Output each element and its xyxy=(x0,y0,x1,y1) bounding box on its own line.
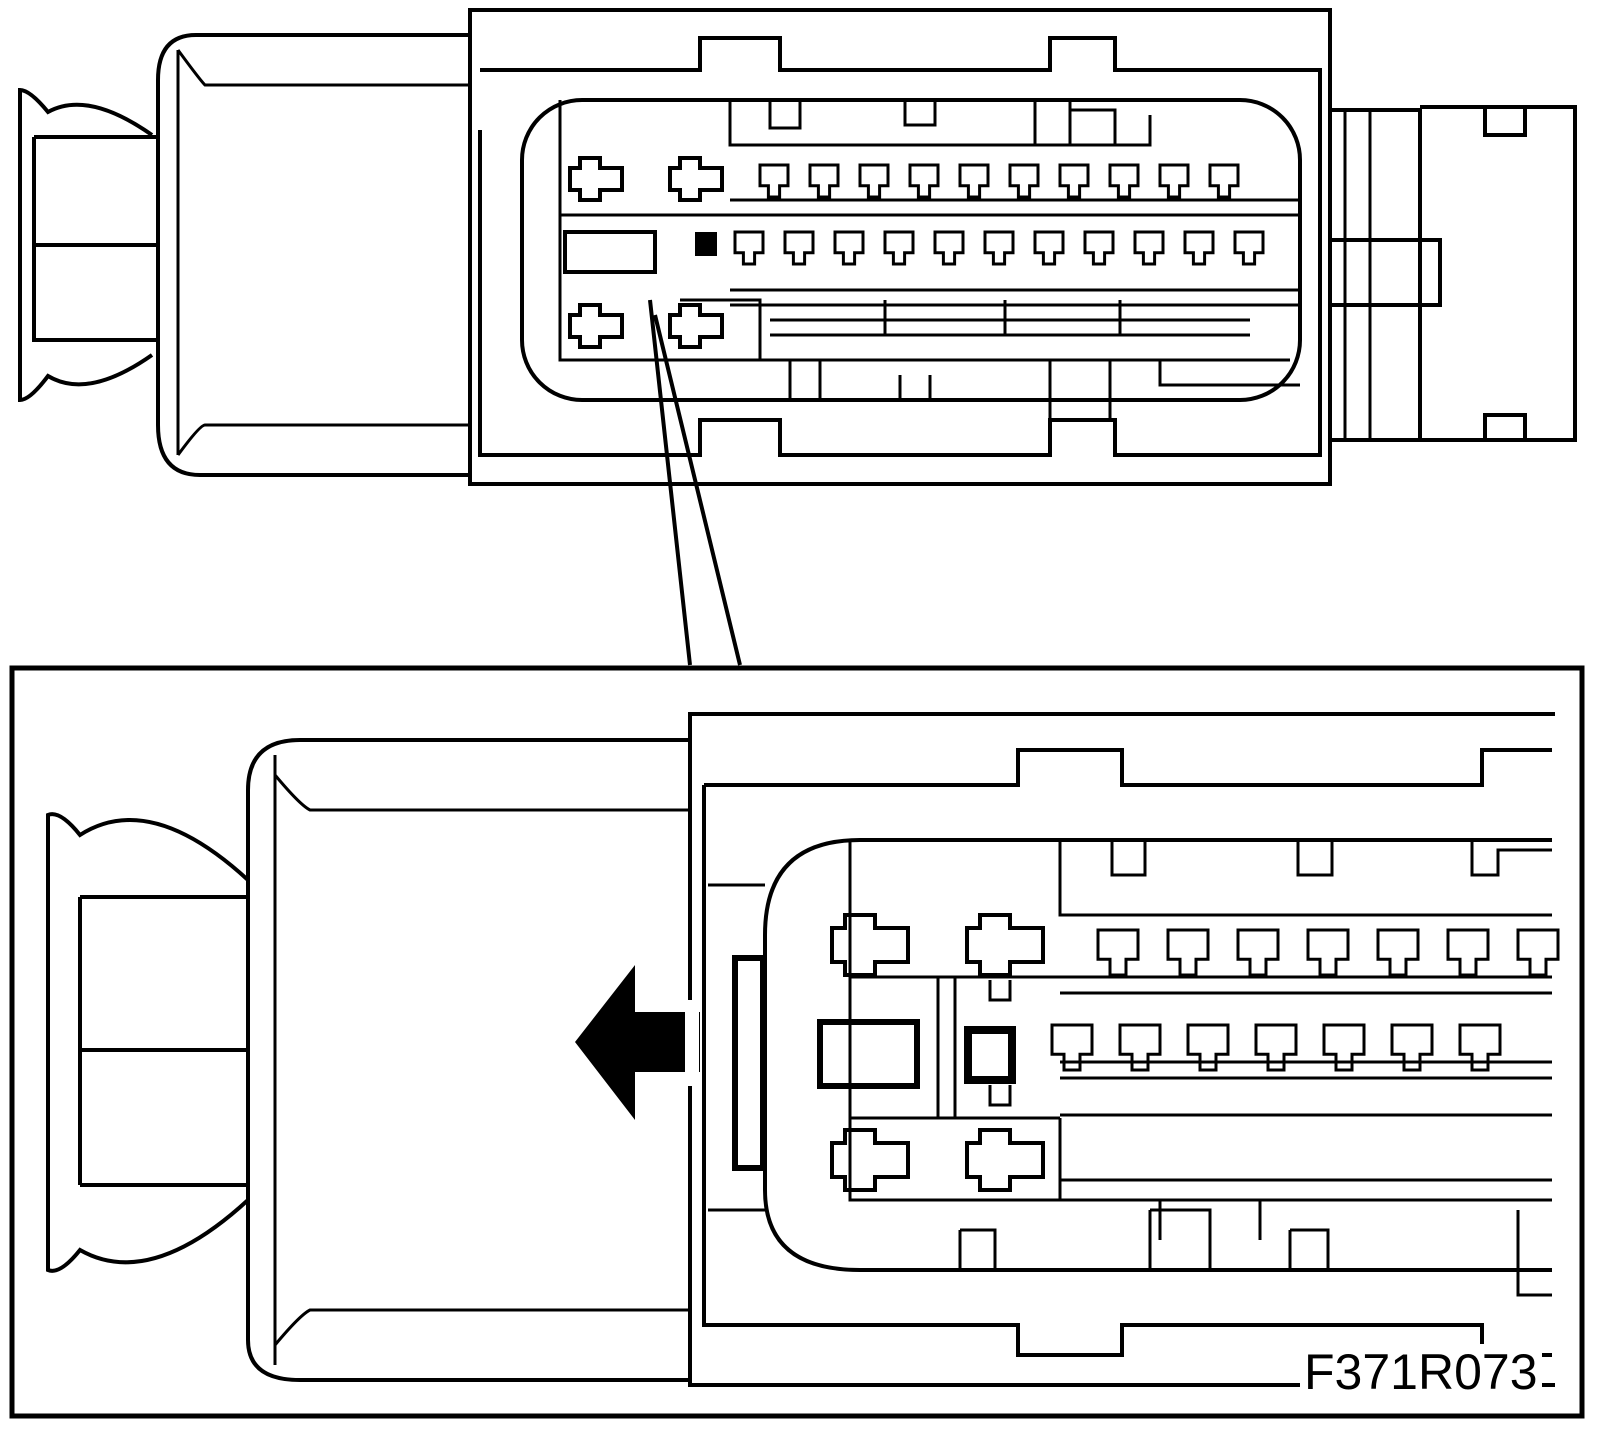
cable-exit-ribs xyxy=(1343,110,1372,440)
detail-frame xyxy=(9,665,1585,1419)
detail-mating-face-inner xyxy=(708,840,1552,1297)
detail-handle-body xyxy=(246,738,692,1382)
terminal-cavity xyxy=(808,163,840,199)
detail-cavity-large-2 xyxy=(965,913,1045,977)
detail-terminal-cavity xyxy=(1096,928,1140,977)
terminal-cavity xyxy=(1158,163,1190,199)
terminal-cavity xyxy=(758,163,790,199)
divider-ribs xyxy=(770,300,1250,337)
terminal-cavity xyxy=(1008,163,1040,199)
handle-inner xyxy=(32,135,160,342)
callout-line xyxy=(648,299,742,666)
secondary-lock-slot xyxy=(563,230,657,274)
terminal-cavity xyxy=(958,163,990,199)
detail-cavity-large-4 xyxy=(965,1128,1045,1192)
detail-handle-grip xyxy=(46,812,250,1273)
detail-terminal-cavity xyxy=(1446,928,1490,977)
housing-outer xyxy=(468,8,1332,486)
housing-top-rail xyxy=(478,36,1322,457)
detail-cavity-large-1 xyxy=(830,913,910,977)
cavity-large-3 xyxy=(568,303,624,349)
handle-body-inner xyxy=(176,49,470,456)
cavity-large-1 xyxy=(568,156,624,202)
detail-terminal-cavity xyxy=(1376,928,1420,977)
detail-terminal-cavity xyxy=(1118,1023,1162,1072)
terminal-cavity xyxy=(833,230,865,266)
detail-terminal-cavity xyxy=(1306,928,1350,977)
cavity-large-4 xyxy=(668,303,724,349)
terminal-cavity xyxy=(908,163,940,199)
detail-terminal-cavity xyxy=(1390,1023,1434,1072)
detail-terminal-cavity xyxy=(1236,928,1280,977)
detail-secondary-lock-tab xyxy=(964,1026,1016,1084)
terminal-cavity xyxy=(1108,163,1140,199)
terminal-cavity xyxy=(783,230,815,266)
terminal-cavity xyxy=(933,230,965,266)
slide-direction-arrow xyxy=(575,965,700,1120)
detail-terminal-cavity xyxy=(1254,1023,1298,1072)
cavity-large-2 xyxy=(668,156,724,202)
terminal-cavity xyxy=(1033,230,1065,266)
terminal-cavity xyxy=(1233,230,1265,266)
handle-body xyxy=(156,33,472,477)
terminal-cavity xyxy=(1083,230,1115,266)
detail-handle-inner xyxy=(78,895,250,1187)
connector-detail-view xyxy=(9,665,1585,1419)
detail-terminal-cavity xyxy=(1322,1023,1366,1072)
detail-terminal-cavity xyxy=(1516,928,1560,977)
figure-id-label: F371R073 xyxy=(1300,1344,1542,1400)
cavity-row-1 xyxy=(758,163,1240,199)
connector-top-view xyxy=(18,8,1577,486)
terminal-cavity xyxy=(733,230,765,266)
terminal-cavity xyxy=(1058,163,1090,199)
detail-handle-body-inner xyxy=(273,755,690,1365)
secondary-lock-tab xyxy=(695,232,717,256)
detail-terminal-cavity xyxy=(1458,1023,1502,1072)
terminal-cavity xyxy=(1208,163,1240,199)
terminal-cavity xyxy=(858,163,890,199)
cable-exit xyxy=(1330,105,1577,442)
detail-cavity-large-3 xyxy=(830,1128,910,1192)
detail-mating-face xyxy=(763,838,1552,1272)
detail-terminal-cavity xyxy=(1186,1023,1230,1072)
handle-grip xyxy=(18,87,154,403)
detail-secondary-lock-slot xyxy=(817,1019,920,1089)
detail-lock-guide xyxy=(988,980,1012,1107)
mating-face-inner xyxy=(558,100,1300,420)
terminal-cavity xyxy=(983,230,1015,266)
arrow-gap xyxy=(685,1000,699,1086)
detail-release-clip xyxy=(732,955,766,1171)
detail-terminal-cavity xyxy=(1166,928,1210,977)
detail-cavity-row-2 xyxy=(1050,1023,1502,1072)
terminal-cavity xyxy=(1183,230,1215,266)
terminal-cavity xyxy=(1133,230,1165,266)
detail-terminal-cavity xyxy=(1050,1023,1094,1072)
terminal-cavity xyxy=(883,230,915,266)
cavity-row-2 xyxy=(733,230,1265,266)
detail-cavity-row-1 xyxy=(1096,928,1560,977)
